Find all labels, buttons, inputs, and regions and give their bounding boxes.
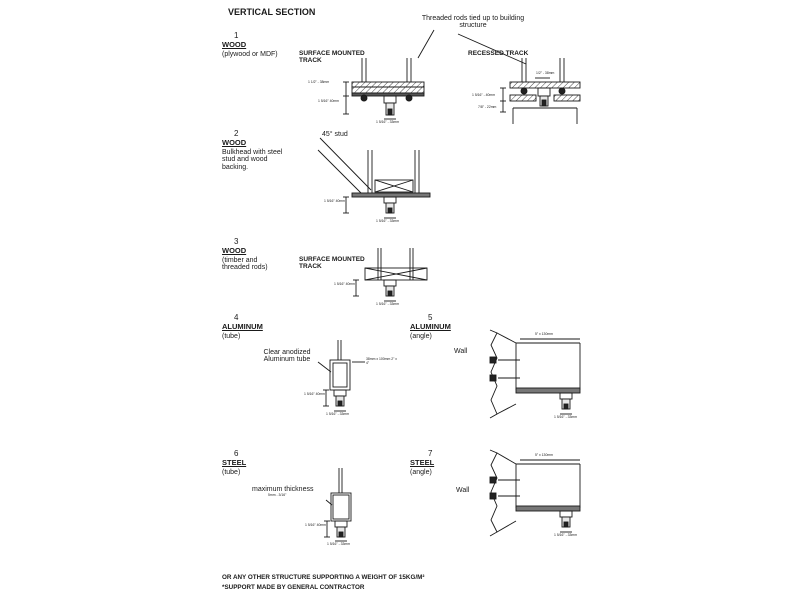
footer-contractor-note: *SUPPORT MADE BY GENERAL CONTRACTOR [222, 584, 365, 591]
detail-6-dim-thickness: 5mm - 3/16" [268, 493, 287, 497]
detail-1-recessed-caption: RECESSED TRACK [468, 50, 529, 57]
detail-6-dim-h: 1 5/16" 40mm [305, 523, 326, 527]
detail-7-description: (angle) [410, 469, 432, 476]
detail-1-dim-w: 1 5/16" - 33mm [376, 120, 400, 124]
detail-5-dim-w: 1 5/16" - 33mm [554, 415, 578, 419]
detail-7-number: 7 [428, 449, 433, 458]
detail-1-surface-caption: SURFACE MOUNTED TRACK [299, 50, 365, 64]
recessed-dim-a: 1 5/16" - 40mm [472, 93, 496, 97]
max-thickness-label: maximum thickness [252, 486, 314, 493]
detail-7-dim-w: 1 5/16" - 33mm [554, 533, 578, 537]
detail-5-description: (angle) [410, 333, 432, 340]
detail-3-timber-drawing [353, 248, 428, 302]
threaded-rods-label: Threaded rods tied up to building struct… [421, 15, 525, 30]
threaded-rods-leaders [417, 29, 527, 65]
detail-4-dim-w: 1 5/16" - 33mm [326, 412, 350, 416]
detail-1-dim-b: 1 5/16" 40mm [318, 99, 339, 103]
detail-1-recessed-drawing [500, 58, 581, 124]
detail-3-dim-w: 1 5/16" - 33mm [376, 302, 400, 306]
detail-5-material: ALUMINUM [410, 322, 451, 331]
detail-7-dim-top: 5" x 130mm [535, 453, 553, 457]
footer-weight-note: OR ANY OTHER STRUCTURE SUPPORTING A WEIG… [222, 574, 425, 581]
detail-3-surface-caption: SURFACE MOUNTED TRACK [299, 256, 365, 270]
detail-3-description: (timber and threaded rods) [222, 257, 268, 272]
detail-4-dim-tube: 38mm x 100mm 2" x 4" [366, 357, 397, 365]
detail-4-number: 4 [234, 313, 239, 322]
detail-1-dim-a: 1 1/2" - 38mm [308, 80, 330, 84]
detail-1-material: WOOD [222, 40, 247, 49]
detail-7-steel-angle-drawing [489, 449, 581, 537]
detail-6-description: (tube) [222, 469, 241, 476]
detail-4-aluminum-tube-drawing [317, 340, 365, 412]
detail-2-number: 2 [234, 129, 239, 138]
page-title: VERTICAL SECTION [228, 7, 316, 17]
detail-1-number: 1 [234, 31, 239, 40]
detail-3-dim-h: 1 5/16" 40mm [334, 282, 355, 286]
detail-6-dim-w: 1 5/16" - 33mm [327, 542, 351, 546]
detail-1-surface-mounted-drawing [343, 58, 425, 120]
detail-3-number: 3 [234, 237, 239, 246]
detail-6-steel-tube-drawing [324, 468, 352, 542]
recessed-dim-b: 7/8" - 22mm [478, 105, 497, 109]
recessed-dim-top: 1/2" - 38mm [536, 71, 555, 75]
detail-2-dim-h: 1 5/16" 40mm [324, 199, 345, 203]
detail-3-material: WOOD [222, 246, 247, 255]
detail-4-description: (tube) [222, 333, 241, 340]
detail-4-dim-h: 1 5/16" 40mm [304, 392, 325, 396]
detail-5-dim-top: 5" x 130mm [535, 332, 553, 336]
detail-6-material: STEEL [222, 458, 247, 467]
wall-7-label: Wall [456, 487, 470, 494]
detail-2-material: WOOD [222, 138, 247, 147]
clear-anodized-label: Clear anodized Aluminum tube [263, 349, 311, 364]
detail-6-number: 6 [234, 449, 239, 458]
detail-1-description: (plywood or MDF) [222, 51, 278, 58]
detail-2-dim-w: 1 5/16" - 33mm [376, 219, 400, 223]
detail-7-material: STEEL [410, 458, 435, 467]
stud-45-label: 45° stud [322, 131, 348, 138]
detail-4-material: ALUMINUM [222, 322, 263, 331]
detail-2-description: Bulkhead with steel stud and wood backin… [222, 149, 283, 171]
detail-5-number: 5 [428, 313, 433, 322]
detail-2-bulkhead-drawing [317, 137, 431, 219]
wall-5-label: Wall [454, 348, 468, 355]
detail-5-aluminum-angle-drawing [489, 329, 581, 419]
